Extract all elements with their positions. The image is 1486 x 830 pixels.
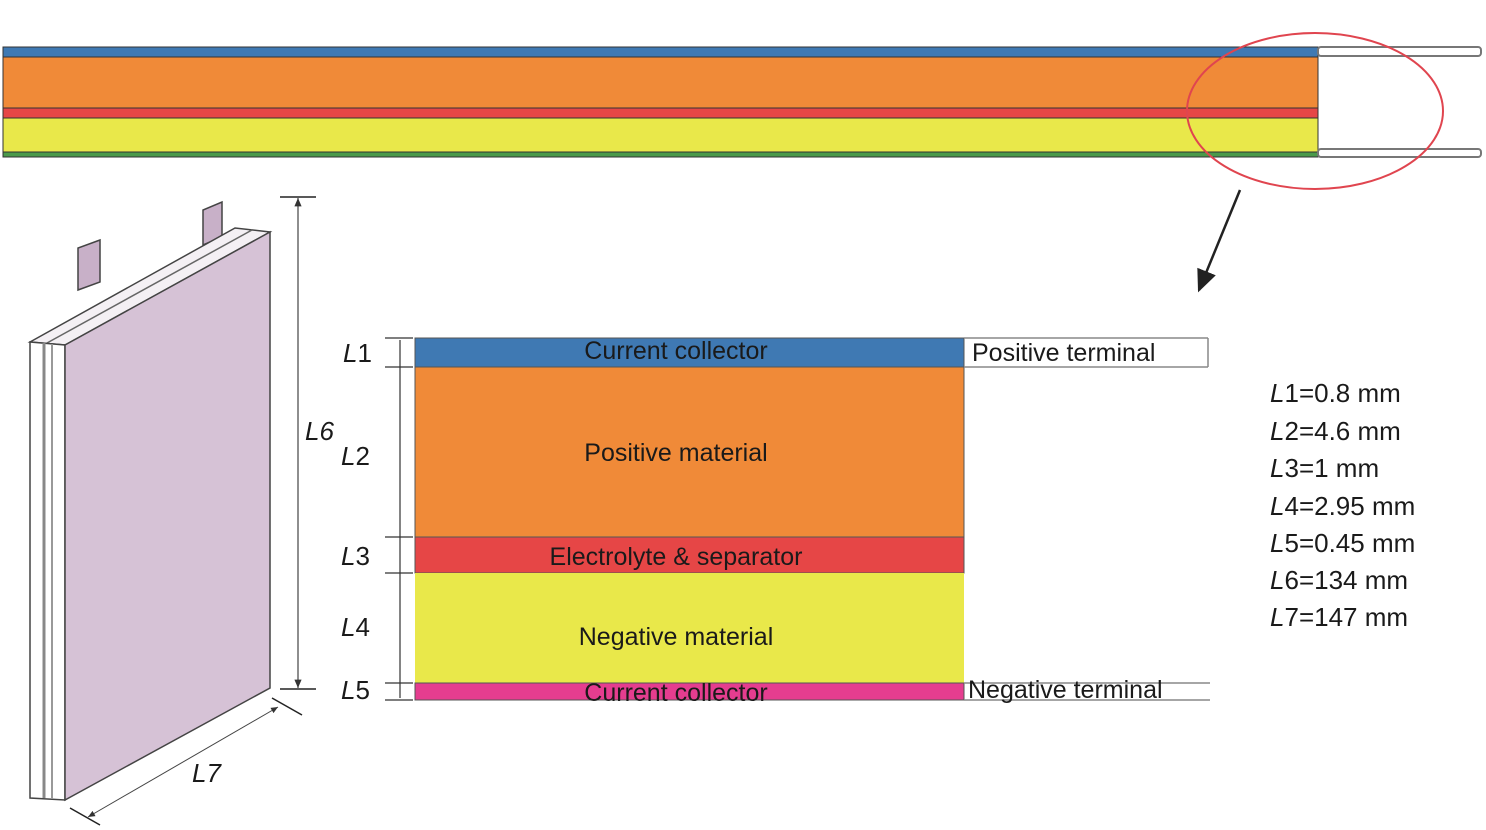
layer-label: Positive material [584,439,767,467]
layer-label: Current collector [584,679,767,707]
layer-stack: Current collector Positive material Elec… [341,337,1210,707]
layer-l4 [415,573,964,683]
layer-label: Current collector [584,337,767,365]
layer-l3 [414,536,965,574]
zoom-arrow [1197,189,1242,293]
svg-text:L2=4.6 mm: L2=4.6 mm [1270,416,1401,446]
dim-label-l5: L5 [341,675,370,705]
positive-terminal-label: Positive terminal [972,339,1155,367]
svg-text:L5=0.45 mm: L5=0.45 mm [1270,528,1415,558]
dim-label-l1: L1 [343,338,372,368]
dim-label-l4: L4 [341,612,370,642]
negative-terminal-label: Negative terminal [968,676,1163,704]
highlight-ellipse [1186,32,1444,190]
svg-text:L6=134 mm: L6=134 mm [1270,565,1408,595]
layer-label: Negative material [579,623,774,651]
negative-tab [1317,148,1482,158]
svg-text:L1=0.8 mm: L1=0.8 mm [1270,378,1401,408]
svg-text:L4=2.95 mm: L4=2.95 mm [1270,491,1415,521]
dim-label-l2: L2 [341,441,370,471]
layer-l1 [414,337,965,368]
cell-3d: L6 L7 [27,196,334,826]
dim-label-l7: L7 [192,758,222,788]
svg-text:L7=147 mm: L7=147 mm [1270,602,1408,632]
dim-label-l6: L6 [305,416,334,446]
parameter-list: L1=0.8 mm L2=4.6 mm L3=1 mm L4=2.95 mm L… [1270,378,1415,632]
layer-l5 [414,682,965,701]
dim-label-l3: L3 [341,541,370,571]
svg-text:L3=1 mm: L3=1 mm [1270,453,1379,483]
cross-section-bar [2,32,1482,293]
layer-label: Electrolyte & separator [550,543,803,571]
